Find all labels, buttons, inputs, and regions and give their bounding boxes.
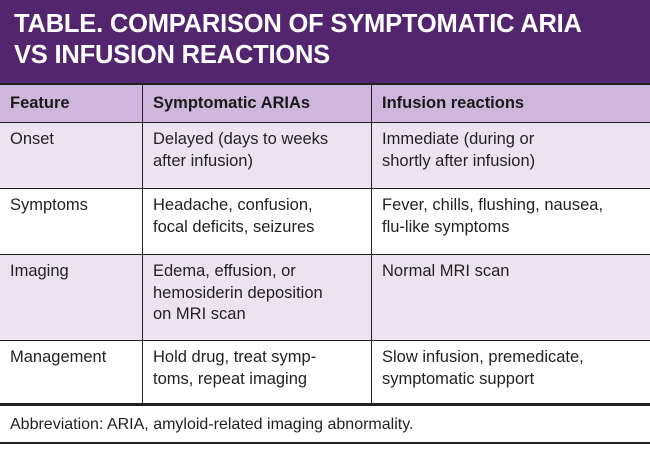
table-header-row: Feature Symptomatic ARIAs Infusion react… bbox=[0, 85, 650, 123]
cell-infusion-onset: Immediate (during or shortly after infus… bbox=[372, 123, 650, 188]
table-footnote-cell: Abbreviation: ARIA, amyloid-related imag… bbox=[0, 415, 650, 434]
cell-aria-management: Hold drug, treat symp- toms, repeat imag… bbox=[143, 341, 372, 403]
table-footnote-row: Abbreviation: ARIA, amyloid-related imag… bbox=[0, 404, 650, 444]
column-header-symptomatic-arias-label: Symptomatic ARIAs bbox=[153, 94, 311, 112]
table-title-band: TABLE. COMPARISON OF SYMPTOMATIC ARIA VS… bbox=[0, 0, 650, 83]
cell-aria-onset: Delayed (days to weeks after infusion) bbox=[143, 123, 372, 188]
cell-text: Symptoms bbox=[10, 196, 88, 214]
column-header-infusion-reactions: Infusion reactions bbox=[372, 85, 650, 122]
cell-infusion-imaging: Normal MRI scan bbox=[372, 255, 650, 340]
table-row: Management Hold drug, treat symp- toms, … bbox=[0, 341, 650, 404]
table-grid: Feature Symptomatic ARIAs Infusion react… bbox=[0, 83, 650, 452]
table-footnote-text: Abbreviation: ARIA, amyloid-related imag… bbox=[10, 415, 414, 433]
cell-feature-management: Management bbox=[0, 341, 143, 403]
cell-text: Management bbox=[10, 348, 107, 366]
cell-text: Slow infusion, premedicate, symptomatic … bbox=[382, 348, 584, 388]
cell-text: Fever, chills, flushing, nausea, flu-lik… bbox=[382, 196, 604, 236]
column-header-feature: Feature bbox=[0, 85, 143, 122]
column-header-symptomatic-arias: Symptomatic ARIAs bbox=[143, 85, 372, 122]
table-row: Symptoms Headache, confusion, focal defi… bbox=[0, 189, 650, 255]
table-row: Onset Delayed (days to weeks after infus… bbox=[0, 123, 650, 189]
cell-aria-symptoms: Headache, confusion, focal deficits, sei… bbox=[143, 189, 372, 254]
cell-text: Imaging bbox=[10, 262, 69, 280]
cell-infusion-symptoms: Fever, chills, flushing, nausea, flu-lik… bbox=[372, 189, 650, 254]
column-header-infusion-reactions-label: Infusion reactions bbox=[382, 94, 525, 112]
cell-feature-symptoms: Symptoms bbox=[0, 189, 143, 254]
cell-text: Immediate (during or shortly after infus… bbox=[382, 130, 536, 170]
cell-text: Headache, confusion, focal deficits, sei… bbox=[153, 196, 315, 236]
cell-aria-imaging: Edema, effusion, or hemosiderin depositi… bbox=[143, 255, 372, 340]
cell-text: Onset bbox=[10, 130, 55, 148]
cell-feature-onset: Onset bbox=[0, 123, 143, 188]
cell-text: Hold drug, treat symp- toms, repeat imag… bbox=[153, 348, 317, 388]
table-row: Imaging Edema, effusion, or hemosiderin … bbox=[0, 255, 650, 341]
cell-text: Edema, effusion, or hemosiderin depositi… bbox=[153, 262, 323, 323]
cell-infusion-management: Slow infusion, premedicate, symptomatic … bbox=[372, 341, 650, 403]
cell-feature-imaging: Imaging bbox=[0, 255, 143, 340]
page-title: TABLE. COMPARISON OF SYMPTOMATIC ARIA VS… bbox=[14, 10, 582, 69]
column-header-feature-label: Feature bbox=[10, 94, 70, 112]
cell-text: Normal MRI scan bbox=[382, 262, 510, 280]
cell-text: Delayed (days to weeks after infusion) bbox=[153, 130, 329, 170]
